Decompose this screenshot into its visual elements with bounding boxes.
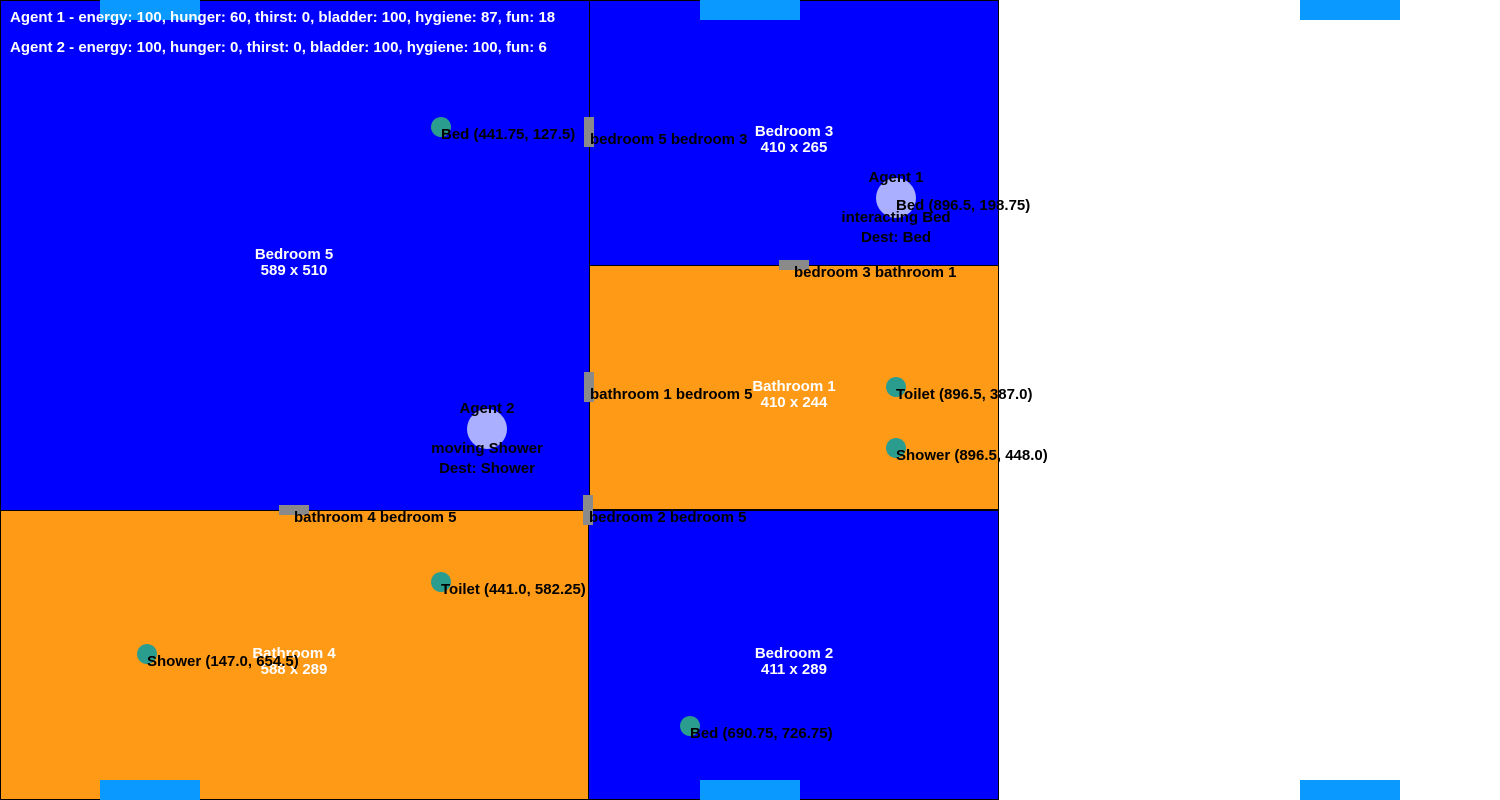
window-tab-bottom-1 [100, 780, 200, 800]
room-name: Bedroom 2 [754, 645, 834, 662]
agent-1-marker[interactable] [876, 178, 916, 218]
toilet-marker[interactable] [431, 572, 451, 592]
window-tab-bottom-3 [1300, 780, 1400, 800]
agent-2-status: Agent 2 - energy: 100, hunger: 0, thirst… [10, 39, 547, 56]
object-label: Shower (896.5, 448.0) [896, 447, 1048, 464]
room-bathroom-1 [589, 265, 999, 510]
agent-2-name: Agent 2 [459, 400, 515, 417]
door-bedroom3-bathroom1[interactable] [779, 260, 809, 270]
room-bedroom-2 [588, 510, 999, 800]
room-label-bedroom-3: Bedroom 3 410 x 265 [755, 124, 833, 156]
window-tab-top-3 [1300, 0, 1400, 20]
door-label: bathroom 1 bedroom 5 [590, 386, 753, 403]
room-label-bedroom-5: Bedroom 5 589 x 510 [255, 247, 333, 279]
object-label: Shower (147.0, 654.5) [147, 653, 299, 670]
object-label: Bed (441.75, 127.5) [441, 126, 576, 143]
room-size: 589 x 510 [260, 262, 328, 279]
shower-marker[interactable] [137, 644, 157, 664]
room-label-bathroom-4: Bathroom 4 588 x 289 [252, 646, 335, 678]
door-bathroom4-bedroom5[interactable] [279, 505, 309, 515]
door-bedroom5-bedroom3[interactable] [584, 117, 594, 147]
room-label-bathroom-1: Bathroom 1 410 x 244 [752, 379, 835, 411]
bed-marker[interactable] [431, 117, 451, 137]
room-label-bedroom-2: Bedroom 2 411 x 289 [755, 646, 833, 678]
room-size: 588 x 289 [260, 661, 328, 678]
room-size: 410 x 244 [760, 394, 828, 411]
room-name: Bathroom 4 [252, 645, 336, 662]
door-label: bathroom 4 bedroom 5 [294, 509, 457, 526]
room-name: Bathroom 1 [752, 378, 836, 395]
door-bathroom1-bedroom5[interactable] [584, 372, 594, 402]
object-label: Toilet (896.5, 387.0) [896, 386, 1033, 403]
bed-marker[interactable] [680, 716, 700, 736]
agent-1-name: Agent 1 [868, 169, 924, 186]
agent-2-marker[interactable] [467, 409, 507, 449]
window-tab-top-1 [100, 0, 200, 20]
agent-2-destination: Dest: Shower [439, 460, 535, 477]
room-size: 411 x 289 [761, 661, 827, 678]
room-bathroom-4 [0, 510, 589, 800]
room-size: 410 x 265 [760, 139, 828, 156]
agent-1-destination: Dest: Bed [860, 229, 932, 246]
toilet-marker[interactable] [886, 377, 906, 397]
object-label: Bed (690.75, 726.75) [690, 725, 833, 742]
object-label: Bed (896.5, 198.75) [896, 197, 1031, 214]
object-label: Toilet (441.0, 582.25) [441, 581, 586, 598]
room-bedroom-3 [589, 0, 999, 266]
window-tab-bottom-2 [700, 780, 800, 800]
agent-2-state: moving Shower [431, 440, 543, 457]
door-bedroom2-bedroom5[interactable] [583, 495, 593, 525]
door-label: bedroom 3 bathroom 1 [794, 264, 957, 281]
door-label: bedroom 2 bedroom 5 [589, 509, 747, 526]
agent-1-status: Agent 1 - energy: 100, hunger: 60, thirs… [10, 9, 556, 26]
room-name: Bedroom 3 [754, 123, 834, 140]
agent-1-state: interacting Bed [841, 209, 951, 226]
room-name: Bedroom 5 [254, 246, 334, 263]
shower-marker[interactable] [886, 438, 906, 458]
window-tab-top-2 [700, 0, 800, 20]
door-label: bedroom 5 bedroom 3 [590, 131, 748, 148]
